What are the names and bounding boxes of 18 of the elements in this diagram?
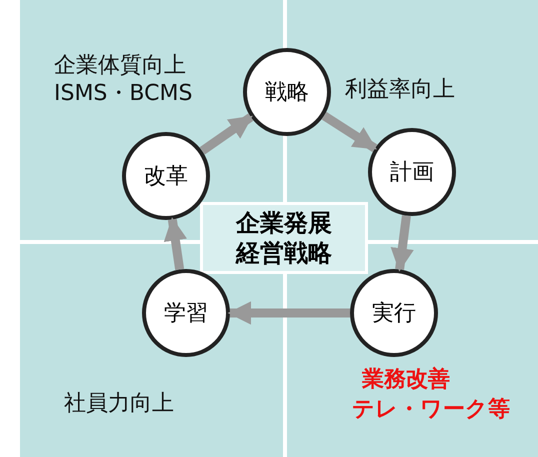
arrow (164, 217, 187, 270)
quadrant-label: 業務改善 (362, 366, 450, 394)
center-box (200, 202, 368, 274)
arrow (322, 112, 378, 152)
quadrant-label: 企業体質向上 (54, 52, 186, 80)
arrow (200, 113, 254, 155)
center-label: 企業発展経営戦略 (234, 208, 333, 268)
quadrant-label: テレ・ワーク等 (352, 396, 510, 424)
circle-label: 実行 (372, 300, 416, 328)
circle-label: 計画 (390, 159, 434, 187)
arrow (228, 301, 350, 325)
quadrant-label: 利益率向上 (345, 76, 455, 104)
quadrant-label: 社員力向上 (64, 390, 174, 418)
circle-label: 学習 (164, 300, 208, 328)
arrow (390, 215, 414, 272)
circle-label: 戦略 (265, 79, 309, 107)
quadrant-label: ISMS・BCMS (54, 80, 192, 108)
circle-label: 改革 (144, 163, 188, 191)
